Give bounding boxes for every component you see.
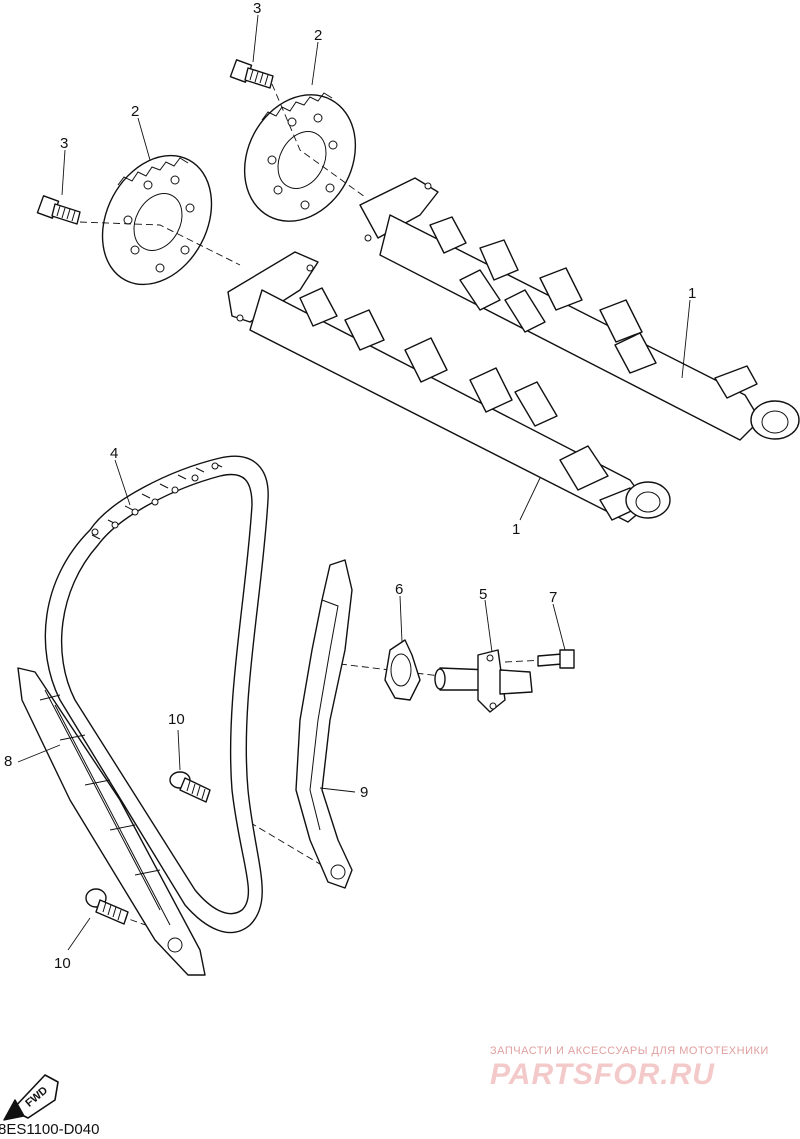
callout-10-upper: 10 bbox=[168, 711, 185, 728]
callout-8: 8 bbox=[4, 753, 12, 770]
sprocket-right bbox=[243, 92, 357, 222]
camshaft-intake bbox=[227, 251, 671, 523]
callout-4: 4 bbox=[110, 445, 118, 462]
tensioner-guide bbox=[295, 559, 353, 889]
camshaft-exhaust bbox=[359, 177, 800, 441]
diagram-code: 8ES1100-D040 bbox=[0, 1121, 100, 1138]
chain-guide bbox=[17, 667, 206, 976]
callout-9: 9 bbox=[360, 784, 368, 801]
watermark-tagline: ЗАПЧАСТИ И АКСЕССУАРЫ ДЛЯ МОТОТЕХНИКИ bbox=[490, 1045, 769, 1057]
tensioner-assembly bbox=[434, 649, 533, 713]
callout-1-lower: 1 bbox=[512, 521, 520, 538]
callout-1-upper: 1 bbox=[688, 285, 696, 302]
bolt-tensioner bbox=[537, 649, 575, 669]
timing-chain bbox=[44, 455, 269, 934]
callout-2-left: 2 bbox=[131, 103, 139, 120]
sprocket-left bbox=[101, 154, 213, 286]
bolt-right bbox=[229, 59, 274, 89]
fwd-arrow-icon: FWD bbox=[3, 1074, 59, 1121]
callout-7: 7 bbox=[549, 589, 557, 606]
watermark-logo: PARTSFOR.RU bbox=[490, 1058, 715, 1091]
callout-10-lower: 10 bbox=[54, 955, 71, 972]
callout-5: 5 bbox=[479, 586, 487, 603]
pivot-bolt-upper bbox=[169, 771, 211, 803]
callout-3-right: 3 bbox=[253, 0, 261, 17]
bolt-left bbox=[36, 195, 81, 225]
callout-2-right: 2 bbox=[314, 27, 322, 44]
gasket bbox=[384, 639, 421, 701]
pivot-bolt-lower bbox=[85, 888, 129, 925]
callout-6: 6 bbox=[395, 581, 403, 598]
callout-3-left: 3 bbox=[60, 135, 68, 152]
